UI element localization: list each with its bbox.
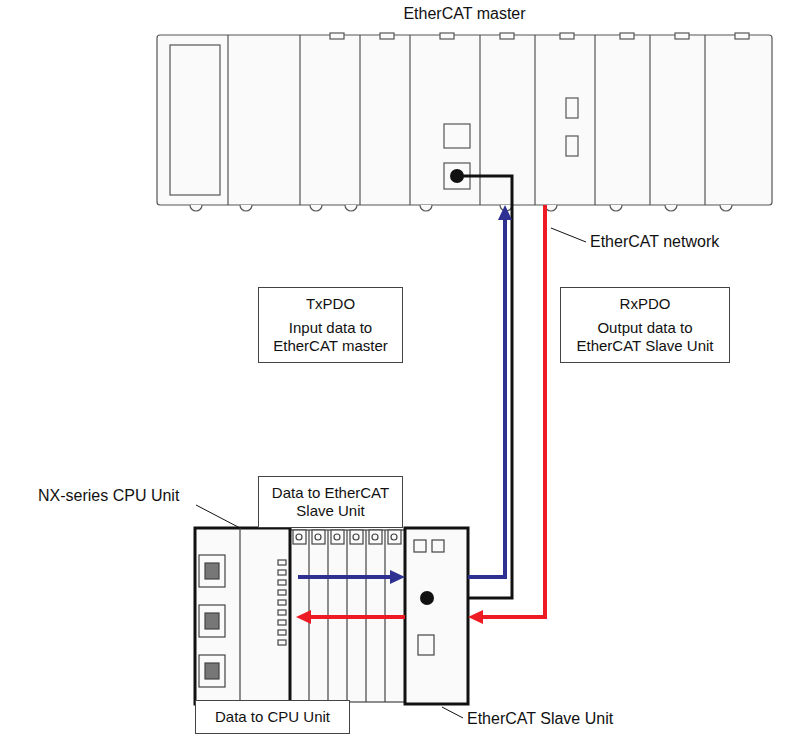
box-text: Data to EtherCAT Slave Unit xyxy=(265,484,396,520)
data-arrowhead xyxy=(390,570,405,584)
data-flow-arrow xyxy=(468,205,512,577)
data-box: Data to CPU Unit xyxy=(195,700,350,734)
leader-line xyxy=(442,707,463,718)
data-flow-line xyxy=(468,219,505,577)
nx-cpu-rack xyxy=(195,528,468,704)
data-flow-arrow xyxy=(468,205,545,624)
leader-line xyxy=(196,505,240,528)
pdo-box: RxPDO Output data to EtherCAT Slave Unit xyxy=(560,287,730,363)
leader-line xyxy=(551,228,586,242)
data-box: Data to EtherCAT Slave Unit xyxy=(258,476,403,528)
data-flow-line xyxy=(482,205,545,617)
arrowhead xyxy=(498,205,512,220)
box-heading: TxPDO xyxy=(265,295,396,313)
callout-label: NX-series CPU Unit xyxy=(36,487,181,505)
box-text: Output data to EtherCAT Slave Unit xyxy=(567,319,723,355)
box-text: Data to CPU Unit xyxy=(202,708,343,726)
data-arrow-to-slave xyxy=(298,575,391,579)
arrowhead xyxy=(468,610,483,624)
data-arrowhead xyxy=(296,610,311,624)
slave-unit: EtherCAT Slave Unit xyxy=(405,528,468,704)
unit-heading: EtherCAT master xyxy=(157,5,772,23)
master-unit: EtherCAT master xyxy=(157,35,772,205)
box-heading: RxPDO xyxy=(567,295,723,313)
box-text: Input data to EtherCAT master xyxy=(265,319,396,355)
data-arrow-to-cpu xyxy=(310,615,405,619)
unit-heading: EtherCAT Slave Unit xyxy=(467,710,613,728)
master-rack xyxy=(157,33,772,211)
slave-port-plug xyxy=(420,591,434,605)
pdo-box: TxPDO Input data to EtherCAT master xyxy=(258,287,403,363)
callout-label: EtherCAT network xyxy=(588,233,721,251)
